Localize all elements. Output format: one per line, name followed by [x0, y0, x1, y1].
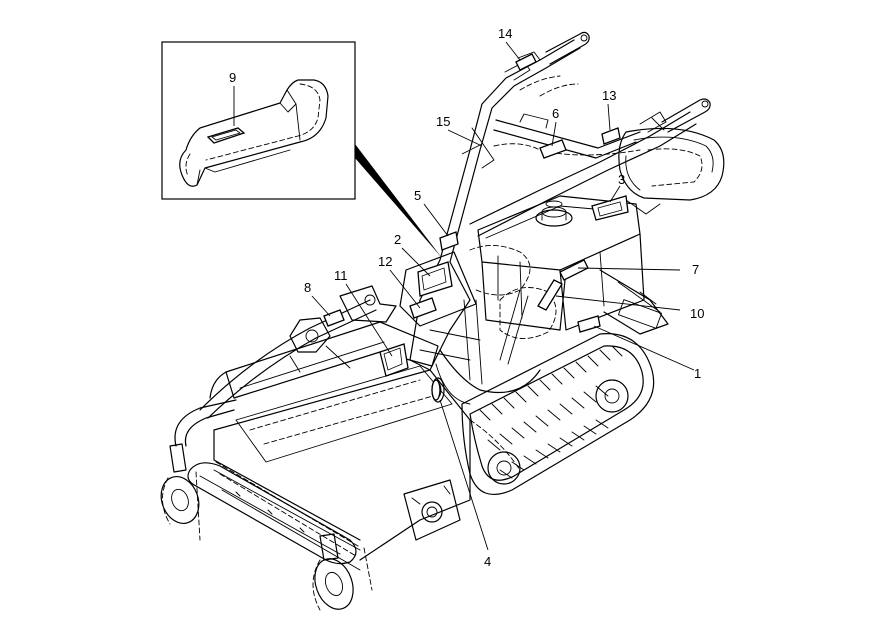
decal-8 [323, 309, 345, 327]
decal-5 [439, 231, 459, 251]
decal-4 [431, 379, 441, 401]
mower-deck [174, 285, 471, 591]
decal-10 [537, 279, 563, 311]
callout-10: 10 [690, 306, 704, 321]
decal-7 [559, 259, 589, 281]
handlebar-assembly [439, 31, 711, 263]
callout-13: 13 [602, 88, 616, 103]
callout-5: 5 [414, 188, 421, 203]
callout-11: 11 [334, 268, 348, 283]
callout-4: 4 [484, 554, 491, 569]
detail-pointer-wedge [355, 144, 442, 258]
caster-wheel-left [160, 443, 200, 525]
callout-14: 14 [498, 26, 512, 41]
decal-13 [601, 127, 621, 145]
decal-12 [409, 297, 437, 319]
detail-inset [161, 41, 356, 200]
crawler-track [461, 333, 655, 495]
callout-3: 3 [618, 172, 625, 187]
callout-12: 12 [378, 254, 392, 269]
caster-wheel-right [312, 533, 354, 611]
decal-14 [515, 53, 537, 71]
fuel-tank [618, 127, 725, 215]
leader-lines [311, 41, 695, 551]
callout-1: 1 [694, 366, 701, 381]
detail-inset-frame [161, 41, 356, 200]
decal-6 [539, 139, 567, 159]
callout-2: 2 [394, 232, 401, 247]
callout-6: 6 [552, 106, 559, 121]
callout-8: 8 [304, 280, 311, 295]
callout-7: 7 [692, 262, 699, 277]
callout-labels: 14 15 6 13 3 5 2 12 11 8 9 7 10 1 4 [229, 26, 704, 569]
callout-15: 15 [436, 114, 450, 129]
machine-decals [323, 53, 629, 401]
callout-9: 9 [229, 70, 236, 85]
decal-1 [577, 315, 601, 333]
